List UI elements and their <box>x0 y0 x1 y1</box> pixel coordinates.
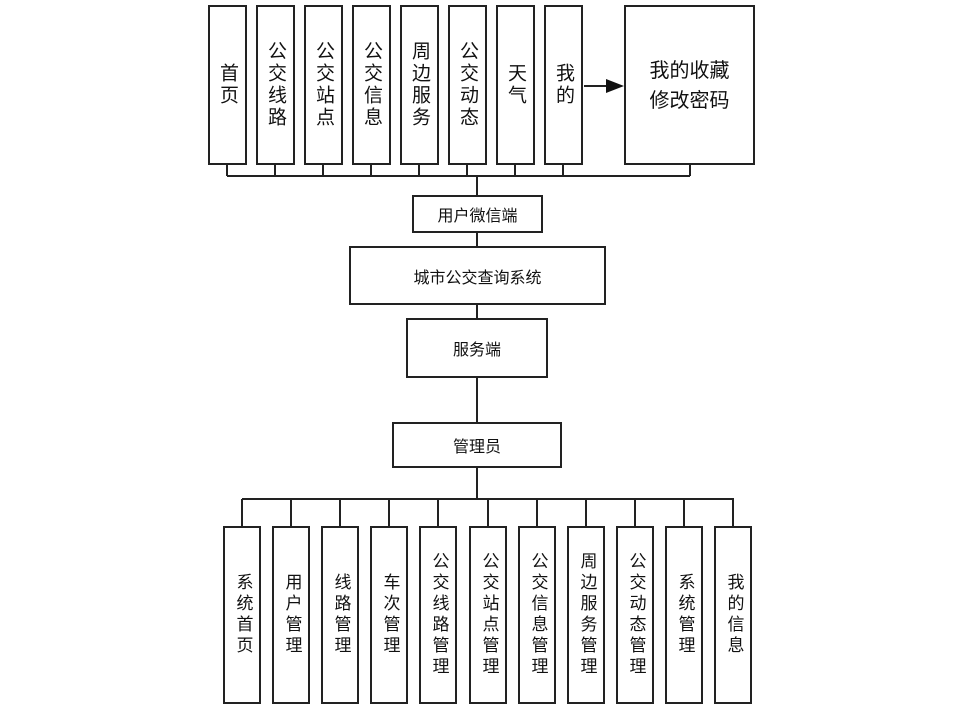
admin-module-connector <box>339 499 341 527</box>
user-module-box: 我的 <box>544 5 583 165</box>
user-module-connector <box>322 164 324 176</box>
user-module-box: 公交动态 <box>448 5 487 165</box>
admin-module-label: 周边服务管理 <box>576 552 597 678</box>
connector-admin-bus <box>476 467 478 499</box>
admin-module-label: 公交信息管理 <box>527 552 548 678</box>
user-module-connector <box>418 164 420 176</box>
user-module-label: 我的 <box>553 63 575 107</box>
admin-module-label: 线路管理 <box>330 573 351 657</box>
admin-module-box: 公交信息管理 <box>518 526 556 704</box>
admin-module-label: 公交站点管理 <box>478 552 499 678</box>
admin-module-connector <box>241 499 243 527</box>
admin-module-box: 系统管理 <box>665 526 703 704</box>
user-module-connector <box>226 164 228 176</box>
user-module-label: 公交动态 <box>457 41 479 129</box>
admin-module-connector <box>437 499 439 527</box>
user-module-connector <box>466 164 468 176</box>
user-module-label: 公交线路 <box>265 41 287 129</box>
admin-module-box: 公交线路管理 <box>419 526 457 704</box>
admin-module-box: 车次管理 <box>370 526 408 704</box>
user-wechat-client-box: 用户微信端 <box>412 195 543 233</box>
connector-admin <box>476 377 478 423</box>
connector-server <box>476 304 478 319</box>
user-module-connector <box>274 164 276 176</box>
server-side-label: 服务端 <box>452 340 501 359</box>
admin-module-box: 我的信息 <box>714 526 752 704</box>
user-module-label: 首页 <box>217 63 239 107</box>
admin-module-label: 我的信息 <box>723 573 744 657</box>
admin-module-connector <box>536 499 538 527</box>
user-module-connector <box>514 164 516 176</box>
connector-system <box>476 232 478 247</box>
admin-module-box: 周边服务管理 <box>567 526 605 704</box>
admin-module-connector <box>634 499 636 527</box>
user-module-box: 公交站点 <box>304 5 343 165</box>
admin-module-connector <box>732 499 734 527</box>
admin-module-connector <box>683 499 685 527</box>
admin-module-box: 公交动态管理 <box>616 526 654 704</box>
user-module-box: 周边服务 <box>400 5 439 165</box>
system-title-box: 城市公交查询系统 <box>349 246 606 305</box>
admin-module-box: 线路管理 <box>321 526 359 704</box>
user-module-connector <box>562 164 564 176</box>
system-title-label: 城市公交查询系统 <box>413 267 542 287</box>
big-box-connector <box>689 165 691 176</box>
user-module-box: 天气 <box>496 5 535 165</box>
user-module-label: 天气 <box>505 63 527 107</box>
user-module-label: 公交信息 <box>361 41 383 129</box>
user-module-box: 首页 <box>208 5 247 165</box>
admin-module-connector <box>388 499 390 527</box>
admin-module-box: 系统首页 <box>223 526 261 704</box>
user-module-box: 公交线路 <box>256 5 295 165</box>
admin-module-label: 系统管理 <box>674 573 695 657</box>
admin-module-label: 公交动态管理 <box>625 552 646 678</box>
connector-user-side <box>476 176 478 196</box>
user-wechat-client-label: 用户微信端 <box>437 206 518 225</box>
user-module-label: 周边服务 <box>409 41 431 129</box>
admin-module-connector <box>290 499 292 527</box>
admin-module-label: 用户管理 <box>281 573 302 657</box>
user-module-label: 公交站点 <box>313 41 335 129</box>
server-side-box: 服务端 <box>406 318 548 378</box>
admin-module-connector <box>487 499 489 527</box>
top-bus-line <box>227 175 690 177</box>
admin-box: 管理员 <box>392 422 562 468</box>
admin-label: 管理员 <box>452 437 501 456</box>
admin-module-connector <box>585 499 587 527</box>
change-password-label: 修改密码 <box>649 88 730 112</box>
admin-module-box: 公交站点管理 <box>469 526 507 704</box>
admin-module-box: 用户管理 <box>272 526 310 704</box>
my-submodule-box: 我的收藏 修改密码 <box>624 5 755 165</box>
admin-module-label: 车次管理 <box>379 573 400 657</box>
arrow-icon <box>584 79 624 93</box>
user-module-box: 公交信息 <box>352 5 391 165</box>
admin-module-label: 系统首页 <box>232 573 253 657</box>
admin-module-label: 公交线路管理 <box>428 552 449 678</box>
user-module-connector <box>370 164 372 176</box>
my-favorites-label: 我的收藏 <box>649 58 730 82</box>
